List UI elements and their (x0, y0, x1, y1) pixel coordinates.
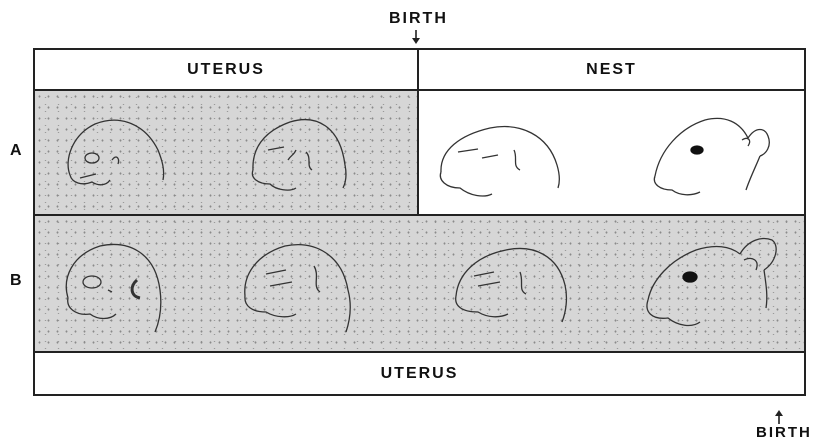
birth-label-bottom: BIRTH (756, 424, 812, 441)
up-arrow-icon (775, 410, 783, 424)
head-b1-illustration (66, 245, 160, 332)
head-b2-illustration (245, 245, 350, 332)
head-a4-illustration (654, 118, 769, 194)
head-a2-illustration (252, 120, 346, 190)
head-a1-illustration (68, 120, 164, 185)
head-b3-illustration (456, 248, 567, 322)
head-b4-illustration (647, 239, 776, 326)
head-a3-illustration (440, 127, 559, 196)
